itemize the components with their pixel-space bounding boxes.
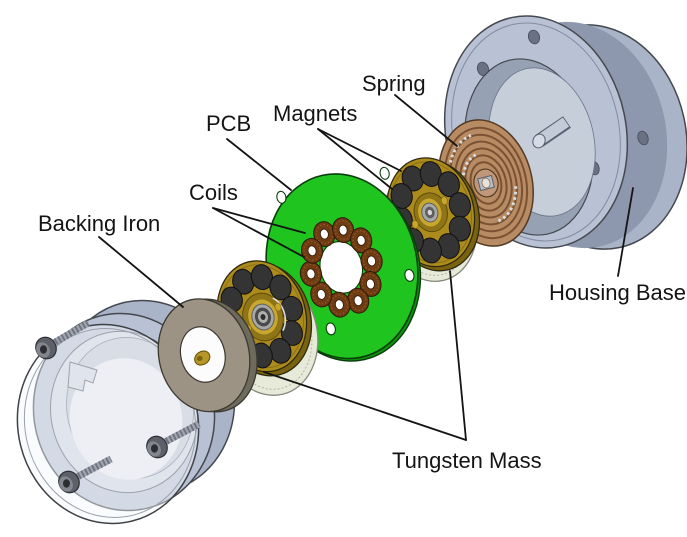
pcb-rim-hole bbox=[325, 322, 336, 336]
rotor-retaining-clip bbox=[272, 297, 287, 331]
coil bbox=[361, 273, 380, 295]
coil-core bbox=[356, 235, 366, 246]
screw-thread bbox=[73, 455, 113, 482]
coil-core bbox=[307, 245, 317, 257]
annotations: Spring Magnets PCB Coils Backing Iron Ho… bbox=[38, 71, 686, 473]
coil bbox=[334, 220, 352, 241]
magnet bbox=[419, 237, 442, 264]
leader-line-backing-iron bbox=[98, 236, 184, 308]
rotor-bearing-center bbox=[427, 209, 433, 216]
leader-line-magnets bbox=[317, 128, 402, 172]
flange-bolt-hole bbox=[527, 29, 541, 45]
label-spring: Spring bbox=[362, 71, 426, 96]
cover-screw bbox=[58, 455, 113, 494]
coil-core bbox=[316, 289, 326, 300]
cover-screw bbox=[146, 420, 201, 459]
leader-line-housing-base bbox=[617, 187, 634, 277]
screw-thread bbox=[161, 420, 201, 447]
backing-iron-part bbox=[157, 298, 258, 413]
coil-ring-group bbox=[299, 217, 383, 318]
magnet bbox=[390, 183, 413, 209]
coil-core bbox=[353, 295, 363, 307]
rotor-hub-tab bbox=[411, 220, 419, 229]
leader-line-pcb bbox=[226, 138, 292, 191]
leader-line-coils bbox=[212, 207, 305, 258]
spring-coil-gap-highlight bbox=[497, 186, 518, 223]
label-pcb: PCB bbox=[206, 111, 251, 136]
screw-thread bbox=[50, 319, 90, 348]
pcb-rim-hole bbox=[379, 166, 390, 180]
gold-screw-tip bbox=[196, 355, 203, 361]
cover-screw bbox=[35, 319, 90, 360]
label-coils: Coils bbox=[189, 180, 238, 205]
spring-turn bbox=[469, 161, 503, 205]
label-magnets: Magnets bbox=[273, 101, 357, 126]
flange-bolt-hole bbox=[637, 130, 649, 146]
pcb-rim-hole bbox=[276, 190, 287, 204]
label-tungsten-mass: Tungsten Mass bbox=[392, 448, 542, 473]
coil-core bbox=[338, 224, 348, 236]
rotor-bearing-center bbox=[260, 314, 266, 320]
coil-core bbox=[367, 255, 377, 267]
leader-line-coils bbox=[212, 207, 306, 234]
label-housing-base: Housing Base bbox=[549, 280, 686, 305]
coil-core bbox=[365, 278, 375, 290]
coil-core bbox=[319, 228, 329, 240]
leader-line-spring bbox=[394, 94, 458, 147]
pcb-part bbox=[265, 166, 422, 362]
screw-hex-socket bbox=[151, 444, 158, 453]
magnet bbox=[280, 320, 303, 346]
leader-line-tungsten-mass bbox=[263, 371, 467, 441]
coil-core bbox=[306, 268, 316, 280]
rotor-hub-tab bbox=[440, 196, 448, 205]
spring-hub-hole bbox=[481, 177, 491, 189]
spring-coil-gap-highlight bbox=[461, 153, 478, 181]
coil bbox=[352, 230, 370, 251]
coil bbox=[312, 284, 331, 305]
pcb-rim-hole bbox=[404, 268, 415, 282]
coil-core bbox=[334, 299, 344, 311]
leader-line-tungsten-mass bbox=[449, 270, 467, 441]
magnet bbox=[419, 161, 442, 187]
magnet bbox=[448, 215, 472, 242]
center-shaft-tip bbox=[532, 133, 546, 149]
cover-keyway-tab bbox=[67, 361, 98, 392]
screw-hex-socket bbox=[63, 479, 70, 488]
leader-line-magnets bbox=[317, 128, 393, 190]
magnet bbox=[250, 264, 274, 290]
label-backing-iron: Backing Iron bbox=[38, 211, 160, 236]
rotor-hub-tab bbox=[274, 302, 282, 312]
screw-hex-socket bbox=[40, 345, 47, 354]
